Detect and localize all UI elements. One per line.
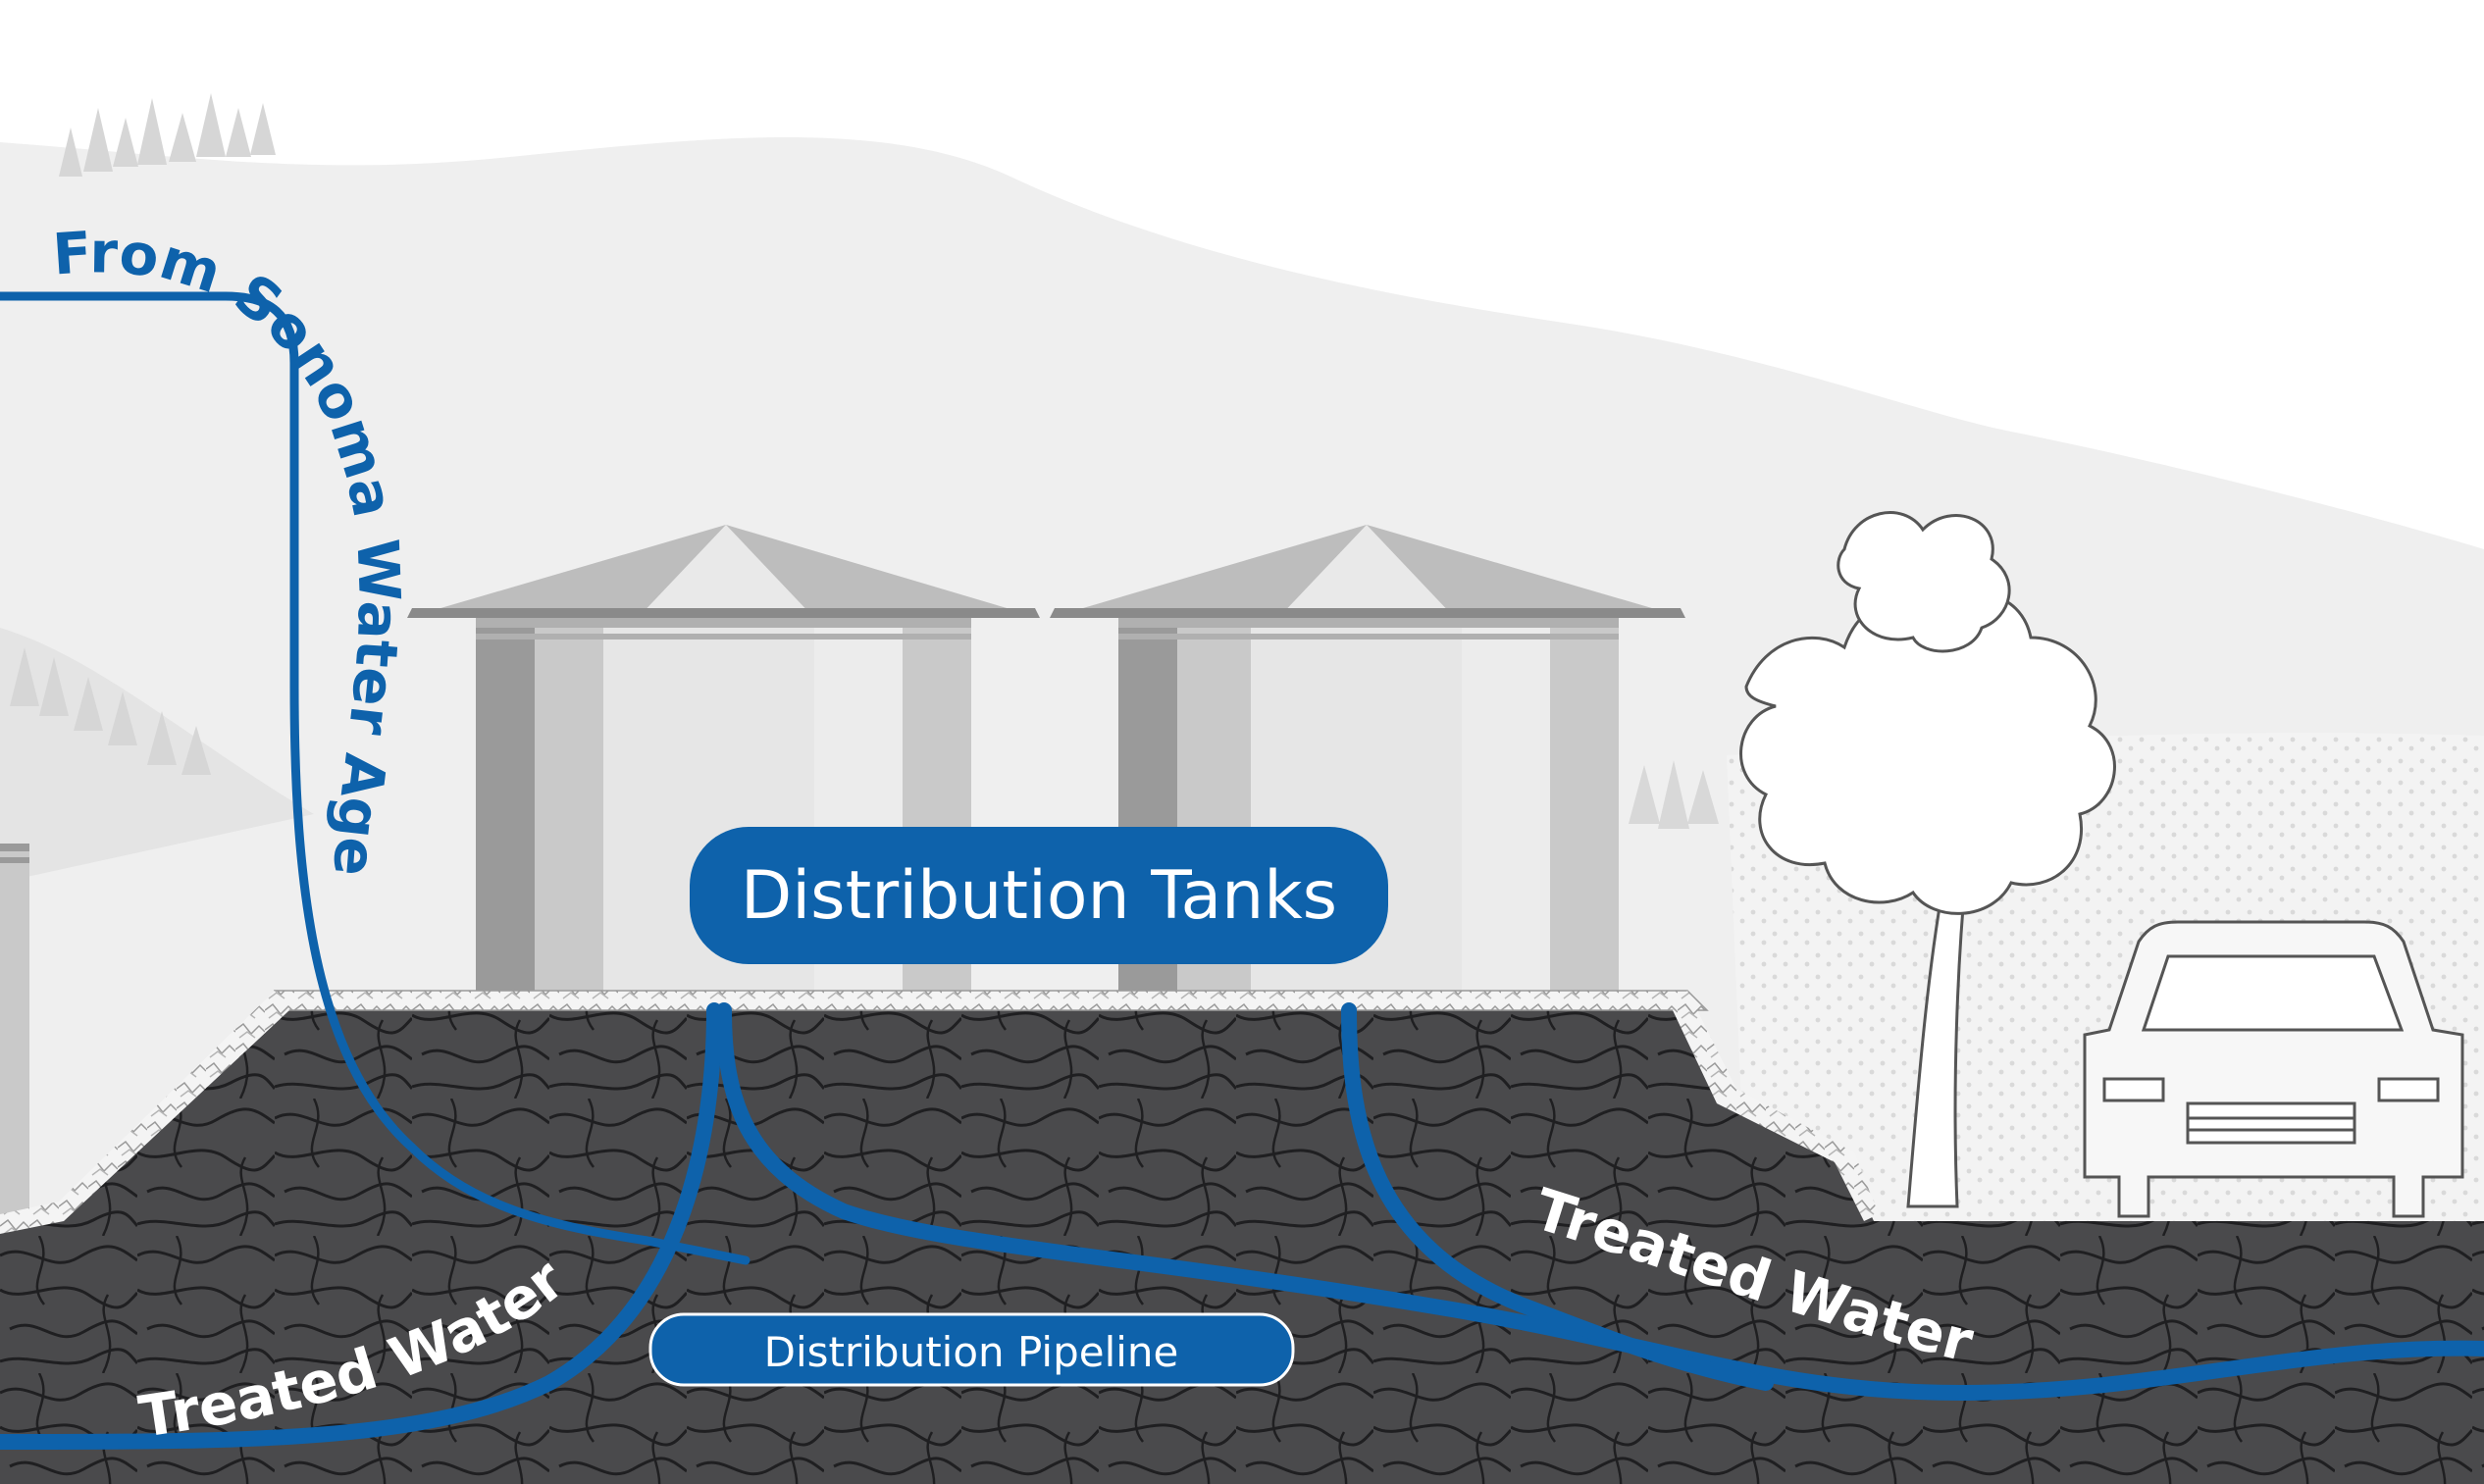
tree-icon [1739, 511, 2116, 1208]
pipe-left-branch [0, 1002, 722, 1450]
pipe-right-branch [1341, 1002, 1774, 1391]
distribution-pipes [0, 291, 2484, 1450]
distribution-tanks-label: Distribution Tanks [741, 857, 1337, 935]
car-icon [2083, 920, 2464, 1218]
gravel-slope-right [1673, 991, 1879, 1221]
source-pipe [0, 291, 750, 1265]
gravel-layer [273, 990, 1709, 1011]
pine-trees-icon [59, 93, 276, 177]
pine-trees-icon [1629, 760, 1719, 829]
pipe-main-branch [716, 1002, 2484, 1402]
distribution-tanks-badge: Distribution Tanks [690, 827, 1388, 964]
distribution-pipeline-badge: Distribution Pipeline [648, 1312, 1295, 1387]
gravel-slope-left [0, 991, 289, 1234]
left-building [0, 844, 29, 1216]
pine-trees-icon [10, 647, 211, 775]
distribution-pipeline-label: Distribution Pipeline [764, 1328, 1179, 1376]
ground-cross-section [0, 1010, 2484, 1484]
